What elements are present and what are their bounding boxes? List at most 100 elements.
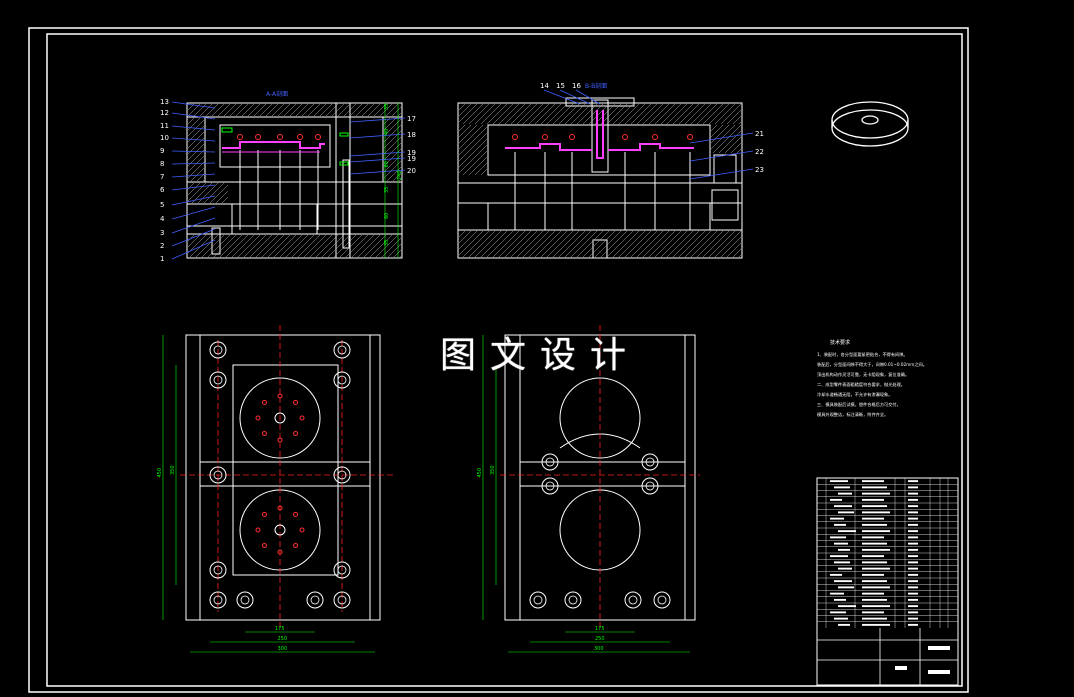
hatch-line — [205, 103, 219, 117]
hatch-line — [217, 103, 231, 117]
hatch-line — [325, 103, 339, 117]
hatch-line — [462, 150, 488, 176]
hatch-line — [199, 103, 213, 117]
hatch-line — [534, 230, 562, 258]
hatch-line — [480, 230, 508, 258]
bolt-hole — [645, 481, 655, 491]
hatch-line — [393, 249, 402, 258]
hatch-line — [367, 103, 381, 117]
bom-cell-text — [908, 598, 918, 601]
hatch-line — [696, 230, 724, 258]
bolt-hole — [337, 565, 347, 575]
bom-cell-text — [862, 548, 890, 551]
hatch-line — [618, 230, 646, 258]
bom-cell-text — [908, 517, 918, 520]
bom-cell-text — [908, 542, 918, 545]
hatch-line — [648, 103, 670, 125]
cavity-hole — [277, 437, 283, 443]
part-number-label: 19 — [407, 155, 416, 163]
part-number-label: 7 — [160, 173, 164, 181]
hatch-line — [732, 115, 742, 125]
hatch-line — [468, 156, 488, 176]
hatch-line — [474, 103, 496, 125]
hatch-line — [219, 234, 243, 258]
bolt-head — [624, 591, 642, 609]
hatch-line — [540, 230, 568, 258]
bom-cell-text — [862, 617, 887, 620]
leader-line — [349, 151, 406, 157]
leader-line — [171, 125, 216, 131]
hatch-line — [343, 103, 357, 117]
pin-hole — [687, 134, 693, 140]
section-b-title: B-B剖面 — [585, 82, 607, 90]
plan-left-bolts — [209, 341, 351, 609]
bom-cell-text — [862, 486, 887, 489]
bom-cell-text — [834, 486, 850, 489]
hatch-line — [504, 103, 526, 125]
hatch-line — [303, 234, 327, 258]
hatch-line — [660, 230, 688, 258]
leader-line — [689, 168, 754, 180]
leader-line — [171, 228, 216, 247]
leader-line — [349, 169, 406, 175]
hatch-line — [349, 103, 363, 117]
pin-hole — [542, 134, 548, 140]
hatch-line — [732, 248, 742, 258]
right-hatch — [458, 103, 742, 258]
hatch-line — [696, 103, 718, 125]
note-line: 1、装配时，各分型面要紧密贴合，不得有间隙。 — [817, 351, 908, 358]
dimension-value: 35 — [384, 187, 390, 193]
hatch-line — [690, 230, 718, 258]
hatch-line — [710, 124, 724, 138]
part-number-label: 21 — [755, 130, 764, 138]
hatch-line — [209, 184, 229, 204]
hatch-line — [271, 103, 285, 117]
hatch-line — [363, 234, 387, 258]
bolt-head — [541, 453, 559, 471]
dimension-value: 175 — [275, 626, 285, 632]
hatch-line — [267, 234, 291, 258]
bom-cell-text — [862, 598, 887, 601]
hatch-line — [666, 103, 688, 125]
hatch-line — [277, 103, 291, 117]
leader-line — [349, 117, 406, 123]
hatch-line — [315, 234, 339, 258]
bom-cell-text — [908, 523, 918, 526]
hatch-line — [231, 234, 255, 258]
hatch-line — [528, 103, 550, 125]
hatch-line — [582, 103, 604, 125]
hatch-line — [702, 230, 730, 258]
bom-cell-text — [834, 561, 850, 564]
cavity-hole — [293, 511, 299, 517]
hatch-line — [313, 103, 327, 117]
bolt-head — [333, 591, 351, 609]
bom-cell-text — [862, 586, 890, 589]
hatch-line — [391, 106, 402, 117]
part-number-label: 20 — [407, 167, 416, 175]
left-green-marks — [221, 127, 349, 166]
bom-cell-text — [908, 498, 918, 501]
hatch-line — [191, 182, 213, 204]
hatch-line — [522, 103, 544, 125]
pin-hole — [255, 134, 261, 140]
hatch-line — [398, 178, 402, 182]
hatch-line — [468, 103, 490, 125]
hatch-line — [480, 168, 488, 176]
hatch-line — [255, 234, 279, 258]
hatch-line — [187, 143, 205, 161]
bom-cell-text — [862, 498, 884, 501]
bom-cell-text — [830, 536, 846, 539]
hatch-line — [458, 144, 488, 174]
hatch-line — [297, 234, 321, 258]
hatch-line — [225, 234, 249, 258]
sprue-hole — [274, 412, 286, 424]
hatch-line — [588, 230, 616, 258]
hatch-line — [712, 124, 742, 154]
bom-cell-text — [862, 605, 890, 608]
dimension-value: 350 — [490, 465, 496, 475]
bom-cell-text — [830, 517, 844, 520]
hatch-line — [249, 234, 273, 258]
hatch-line — [215, 190, 229, 204]
bom-cell-text — [908, 561, 918, 564]
